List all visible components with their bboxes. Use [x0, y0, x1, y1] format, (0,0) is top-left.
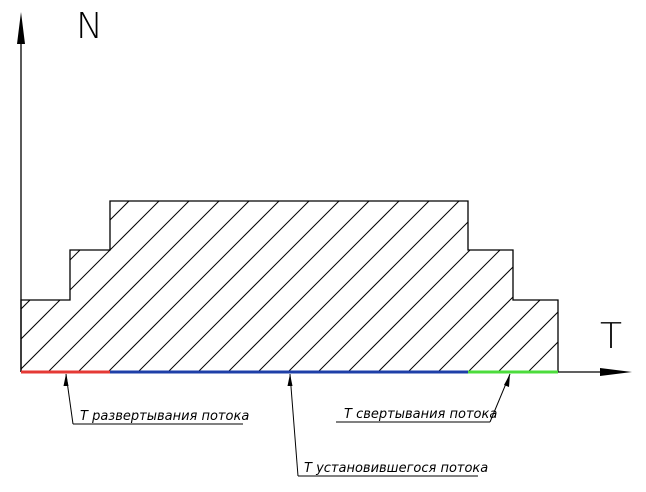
hatch-line — [21, 201, 121, 372]
hatch-line — [549, 201, 558, 372]
hatch-line — [369, 201, 558, 372]
hatch-line — [489, 201, 558, 372]
hatch-line — [21, 201, 211, 372]
hatch-line — [309, 201, 511, 372]
hatch-line — [129, 201, 331, 372]
flow-profile-outline — [20, 200, 559, 372]
hatch-line — [21, 201, 61, 372]
hatch-line — [219, 201, 421, 372]
hatch-line — [279, 201, 481, 372]
hatch-line — [519, 201, 558, 372]
hatch-line — [159, 201, 361, 372]
callout-steady — [289, 373, 478, 477]
hatch-fill — [21, 201, 558, 372]
hatch-line — [99, 201, 301, 372]
hatch-line — [21, 201, 31, 372]
hatch-line — [21, 201, 151, 372]
callout-steady-label: Т установившегося потока — [304, 461, 488, 476]
callout-ramp-up-arrow-icon — [63, 374, 69, 386]
hatch-line — [339, 201, 541, 372]
hatch-line — [21, 201, 91, 372]
hatch-line — [249, 201, 451, 372]
callout-steady-arrow-icon — [287, 374, 293, 386]
callout-wind-down-arrow-icon — [504, 374, 510, 387]
hatch-line — [189, 201, 391, 372]
hatch-line — [39, 201, 241, 372]
hatch-line — [399, 201, 558, 372]
hatch-line — [459, 201, 558, 372]
hatch-line — [69, 201, 271, 372]
callout-wind-down-label: Т свертывания потока — [344, 407, 497, 422]
x-axis-label: T — [600, 316, 622, 357]
x-axis-arrow-icon — [600, 368, 632, 376]
y-axis-arrow-icon — [17, 12, 25, 44]
y-axis-label: N — [76, 6, 103, 47]
callout-ramp-up-label: Т развертывания потока — [80, 409, 249, 424]
hatch-line — [21, 201, 181, 372]
